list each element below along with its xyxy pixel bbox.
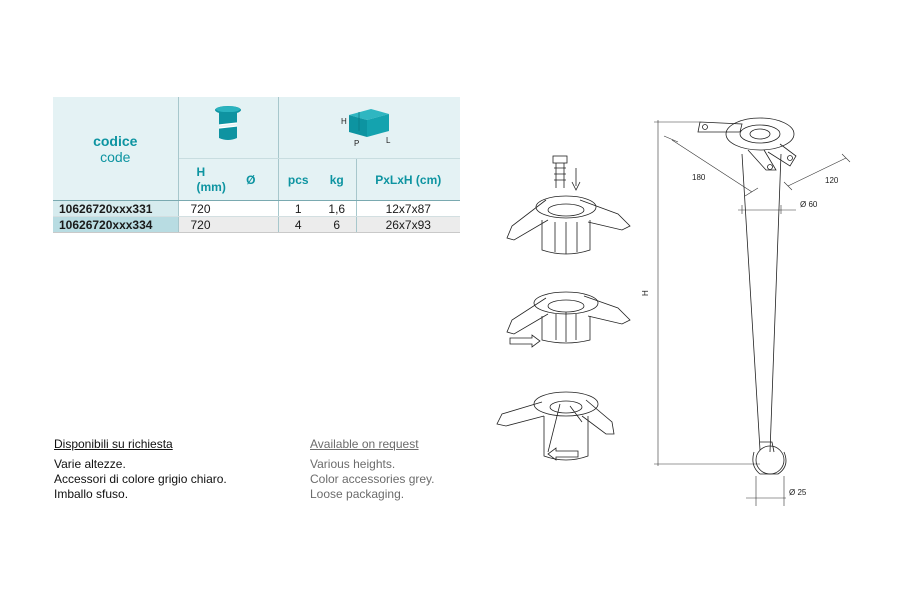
box-letter-l: L	[386, 136, 391, 145]
table-row: 10626720xxx334 720 4 6 26x7x93	[53, 216, 461, 233]
dim-label-h: H	[641, 290, 650, 296]
row-code: 10626720xxx331	[53, 200, 179, 217]
col-height: H (mm)	[178, 158, 226, 201]
row-height: 720	[178, 216, 224, 233]
technical-drawing: 180 120 Ø 60 H Ø 25	[496, 117, 851, 506]
assembly-step-1-drawing	[506, 155, 631, 255]
row-pcs: 4	[278, 216, 318, 233]
box-icon-cell: H P L	[278, 97, 461, 159]
notes-it-line: Varie altezze.	[54, 457, 126, 471]
col-pcs: pcs	[278, 158, 318, 201]
col-diameter: Ø	[224, 158, 279, 201]
package-box-icon: H P L	[341, 109, 391, 148]
row-kg: 6	[318, 216, 357, 233]
notes-it-line: Accessori di colore grigio chiaro.	[54, 472, 227, 486]
box-letter-h: H	[341, 117, 347, 126]
dim-label-180: 180	[692, 173, 706, 182]
spec-table: codice code H P L H (mm)	[53, 97, 461, 233]
notes-en-line: Loose packaging.	[310, 487, 405, 501]
table-row: 10626720xxx331 720 1 1,6 12x7x87	[53, 200, 461, 217]
notes-english: Available on request Various heights. Co…	[310, 437, 435, 502]
assembly-step-3-drawing	[496, 391, 615, 461]
notes-it-line: Imballo sfuso.	[54, 487, 129, 501]
col-dims: PxLxH (cm)	[356, 158, 461, 201]
row-pcs: 1	[278, 200, 318, 217]
dim-label-120: 120	[825, 176, 839, 185]
code-label-it: codice	[93, 132, 138, 149]
row-code: 10626720xxx334	[53, 216, 179, 233]
leg-main-drawing	[697, 117, 797, 475]
code-label-en: code	[100, 148, 131, 165]
code-header: codice code	[53, 97, 179, 201]
dimension-lines	[654, 120, 851, 506]
row-dims: 26x7x93	[356, 216, 461, 233]
notes-italian: Disponibili su richiesta Varie altezze. …	[54, 437, 227, 502]
box-letter-p: P	[354, 139, 359, 148]
col-kg: kg	[318, 158, 357, 201]
row-kg: 1,6	[318, 200, 357, 217]
leg-icon-cell	[178, 97, 279, 159]
dim-label-25: Ø 25	[789, 488, 807, 497]
notes-en-heading: Available on request	[310, 437, 419, 451]
assembly-step-2-drawing	[506, 291, 631, 348]
row-diameter	[224, 200, 279, 217]
dim-label-60: Ø 60	[800, 200, 818, 209]
row-diameter	[224, 216, 279, 233]
row-height: 720	[178, 200, 224, 217]
notes-it-heading: Disponibili su richiesta	[54, 437, 173, 451]
row-dims: 12x7x87	[356, 200, 461, 217]
table-leg-icon	[215, 106, 241, 140]
notes-en-line: Various heights.	[310, 457, 396, 471]
notes-en-line: Color accessories grey.	[310, 472, 435, 486]
